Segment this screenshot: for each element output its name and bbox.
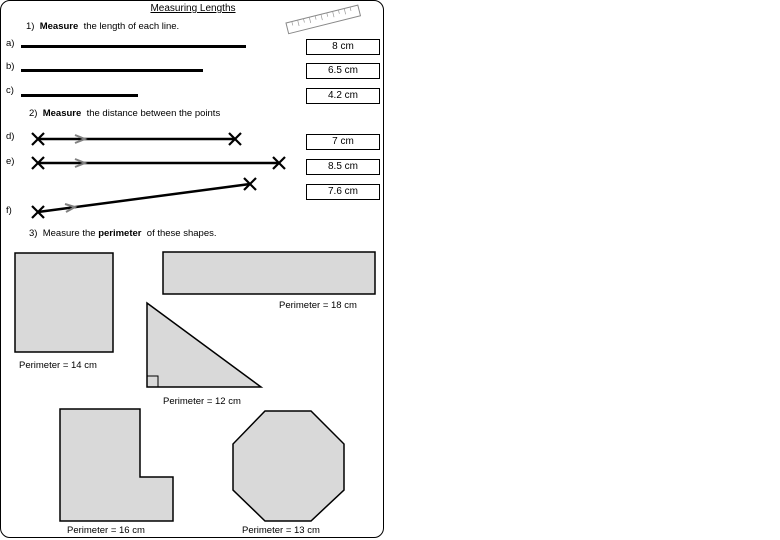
perimeter-label-l-shape: Perimeter = 16 cm	[67, 525, 145, 536]
arrow-icon	[74, 134, 88, 144]
line-f	[31, 177, 257, 219]
answer-box-a[interactable]: 8 cm	[306, 39, 380, 55]
label-d: d)	[6, 131, 15, 142]
cross-mark-icon	[31, 177, 257, 219]
line-c	[21, 94, 138, 97]
square-shape	[14, 252, 114, 353]
question-3-heading: 3) Measure the perimeter of these shapes…	[29, 228, 217, 239]
cross-mark-icon	[31, 156, 286, 170]
rectangle-shape	[162, 251, 376, 295]
label-f: f)	[6, 205, 12, 216]
right-angle-marker	[146, 375, 159, 388]
label-a: a)	[6, 38, 15, 49]
ruler-icon	[285, 4, 362, 35]
worksheet-graphics	[14, 4, 376, 522]
answer-box-d[interactable]: 7 cm	[306, 134, 380, 150]
cross-mark-icon	[31, 132, 242, 146]
answer-box-b[interactable]: 6.5 cm	[306, 63, 380, 79]
answer-box-e[interactable]: 8.5 cm	[306, 159, 380, 175]
worksheet-page: Measuring Lengths	[0, 0, 384, 538]
arrow-icon	[74, 158, 88, 168]
l-shape	[59, 408, 174, 522]
line-a	[21, 45, 246, 48]
triangle-shape	[146, 301, 264, 388]
line-e	[31, 156, 286, 170]
label-b: b)	[6, 61, 15, 72]
perimeter-label-square: Perimeter = 14 cm	[19, 360, 97, 371]
label-e: e)	[6, 156, 15, 167]
perimeter-label-triangle: Perimeter = 12 cm	[163, 396, 241, 407]
line-d	[31, 132, 242, 146]
perimeter-label-octagon: Perimeter = 13 cm	[242, 525, 320, 536]
answer-box-c[interactable]: 4.2 cm	[306, 88, 380, 104]
arrow-icon	[64, 203, 78, 213]
perimeter-label-rectangle: Perimeter = 18 cm	[279, 300, 357, 311]
answer-box-f[interactable]: 7.6 cm	[306, 184, 380, 200]
line-b	[21, 69, 203, 72]
question-2-heading: 2) Measure the distance between the poin…	[29, 108, 221, 119]
question-1-heading: 1) Measure the length of each line.	[26, 21, 180, 32]
octagon-shape	[232, 410, 345, 522]
worksheet-title: Measuring Lengths	[150, 3, 236, 14]
label-c: c)	[6, 85, 14, 96]
